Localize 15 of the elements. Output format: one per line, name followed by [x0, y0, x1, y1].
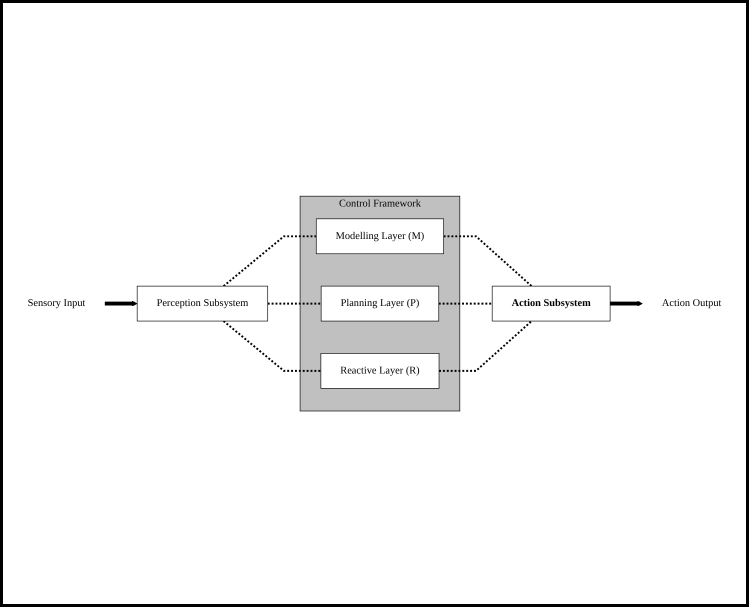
- node-text: Action Output: [662, 298, 722, 309]
- node-box: Planning Layer (P): [320, 286, 440, 322]
- node-box: Action Subsystem: [492, 286, 610, 322]
- node-box: Perception Subsystem: [136, 286, 268, 322]
- connector: [222, 320, 321, 372]
- node-box: Reactive Layer (R): [320, 353, 440, 389]
- node-text: Sensory Input: [28, 298, 86, 309]
- connector: [439, 320, 532, 372]
- connector: [438, 302, 492, 304]
- connector: [222, 235, 316, 287]
- connector: [268, 302, 322, 304]
- node-box: Modelling Layer (M): [316, 218, 444, 254]
- arrow: [104, 300, 138, 306]
- arrow: [610, 300, 643, 306]
- connector: [444, 235, 532, 287]
